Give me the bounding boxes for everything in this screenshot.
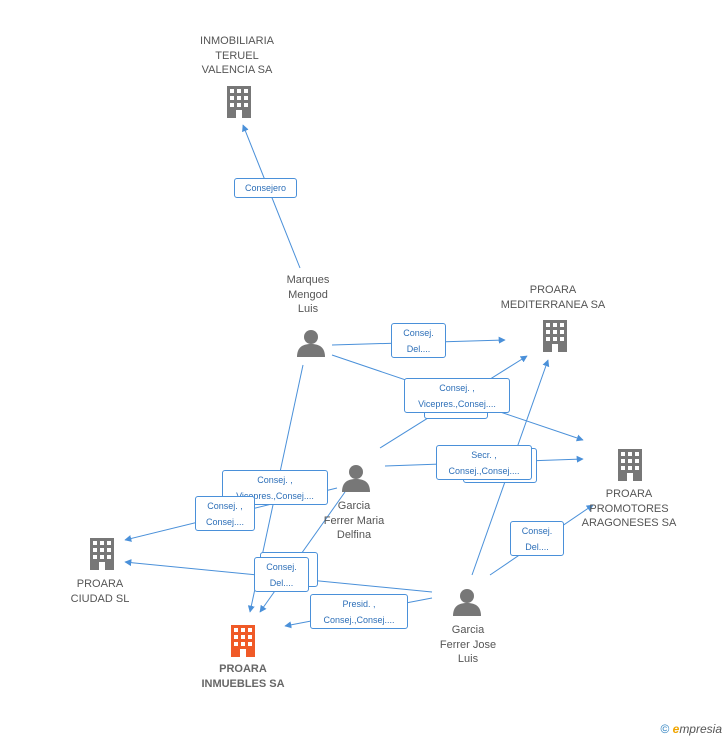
person-icon-marques[interactable] bbox=[297, 330, 325, 357]
building-icon-inmuebles[interactable] bbox=[231, 625, 255, 657]
edge-label-marques-ciudad[interactable]: Consej. , Consej.... bbox=[195, 496, 255, 531]
node-label-inmuebles[interactable]: PROARA INMUEBLES SA bbox=[201, 663, 285, 690]
edge-label-consejero[interactable]: Consejero bbox=[234, 178, 297, 198]
copyright-symbol: © bbox=[660, 722, 670, 736]
node-label-delfina[interactable]: Garcia Ferrer Maria Delfina bbox=[323, 500, 385, 541]
footer-brand[interactable]: © empresia bbox=[660, 722, 722, 736]
person-icon-jose[interactable] bbox=[453, 589, 481, 616]
brand-name: mpresia bbox=[679, 722, 722, 736]
edge-label-marques-mediterranea[interactable]: Consej. Del.... bbox=[391, 323, 446, 358]
building-icon-mediterranea[interactable] bbox=[543, 320, 567, 352]
node-label-inmobiliaria[interactable]: INMOBILIARIA TERUEL VALENCIA SA bbox=[200, 35, 274, 76]
edge-label-delfina-promotores[interactable]: Secr. , Consej.,Consej.... bbox=[436, 445, 532, 480]
node-label-marques[interactable]: Marques Mengod Luis bbox=[286, 274, 330, 315]
node-label-mediterranea[interactable]: PROARA MEDITERRANEA SA bbox=[500, 284, 606, 311]
node-label-promotores[interactable]: PROARA PROMOTORES ARAGONESES SA bbox=[581, 488, 677, 529]
brand-logo-e: e bbox=[672, 722, 680, 736]
edge-label-jose-inmuebles[interactable]: Presid. , Consej.,Consej.... bbox=[310, 594, 408, 629]
edge-label-marques-promotores[interactable]: Consej. , Vicepres.,Consej.... bbox=[404, 378, 510, 413]
building-icon-inmobiliaria[interactable] bbox=[227, 86, 251, 118]
edge-label-jose-promotores[interactable]: Consej. Del.... bbox=[510, 521, 564, 556]
node-label-ciudad[interactable]: PROARA CIUDAD SL bbox=[70, 578, 130, 605]
edge-label-delfina-inmuebles[interactable]: Consej. Del.... bbox=[254, 557, 309, 592]
person-icon-delfina[interactable] bbox=[342, 465, 370, 492]
building-icon-promotores[interactable] bbox=[618, 449, 642, 481]
building-icon-ciudad[interactable] bbox=[90, 538, 114, 570]
node-label-jose[interactable]: Garcia Ferrer Jose Luis bbox=[439, 624, 497, 665]
